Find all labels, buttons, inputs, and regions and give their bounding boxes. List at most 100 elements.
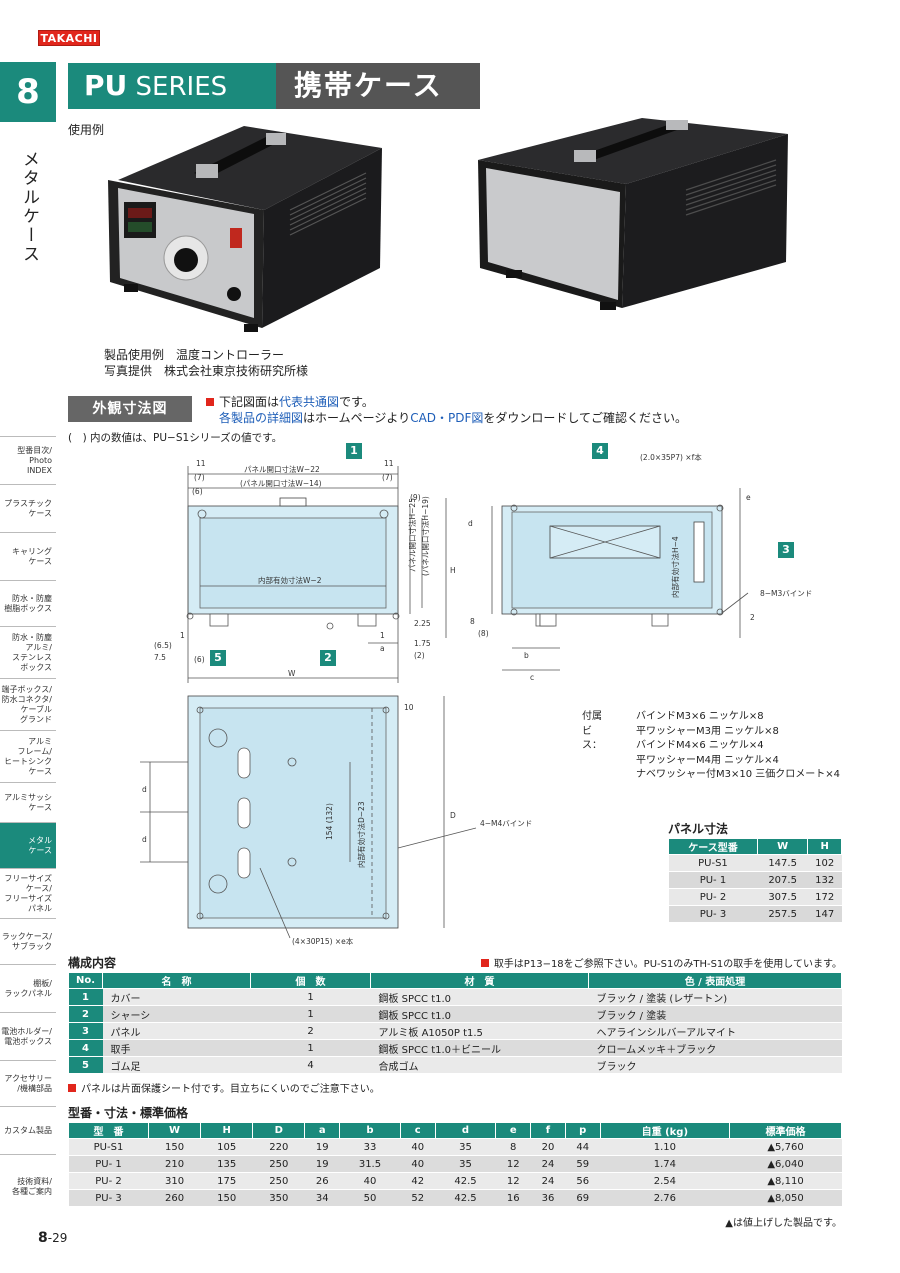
link-cad-pdf[interactable]: CAD・PDF図 (410, 411, 484, 425)
nav-item-free-size[interactable]: フリーサイズ ケース/ フリーサイズ パネル (0, 868, 56, 918)
usage-label: 使用例 (68, 123, 105, 137)
price-footnote: ▲は値上げした製品です。 (725, 1218, 842, 1229)
nav-item-waterproof-metal[interactable]: 防水・防塵 アルミ/ ステンレス ボックス (0, 626, 56, 678)
paren-note: ( ) 内の数値は、PU−S1シリーズの値です。 (68, 432, 283, 444)
label-225: 2.25 (414, 619, 431, 628)
caption-product: 製品使用例 温度コントローラー (104, 348, 285, 362)
label-bind8: 8−M3バインド (760, 589, 812, 598)
label-panel-open-w: パネル開口寸法W−22 (244, 464, 320, 474)
section-heading: 外観寸法図 (68, 396, 192, 422)
label-8p: (8) (478, 629, 489, 638)
label-11a: 11 (196, 459, 206, 468)
badge-5: 5 (210, 650, 226, 666)
composition-note: 取手はP13−18をご参照下さい。PU-S1のみTH-S1の取手を使用しています… (480, 955, 842, 970)
label-panel-open-h2: (パネル開口寸法H−19) (420, 496, 430, 576)
link-detail-drawing[interactable]: 各製品の詳細図 (219, 411, 304, 425)
label-10: 10 (404, 703, 414, 712)
nav-item-rack-case[interactable]: ラックケース/ サブラック (0, 918, 56, 964)
price-table: 型 番 W H D a b c d e f p 自重 (kg) 標準価格 PU-… (68, 1122, 842, 1207)
col-header: W (756, 838, 809, 855)
chapter-name: メタルケース (19, 150, 39, 264)
label-panel-open-w2: (パネル開口寸法W−14) (240, 478, 322, 488)
label-2: 2 (750, 613, 755, 622)
nav-item-carrying[interactable]: キャリング ケース (0, 532, 56, 580)
accessory-item: バインドM3×6 ニッケル×8 (636, 711, 764, 722)
series-label: PU SERIES (68, 63, 276, 109)
caption-credit: 写真提供 株式会社東京技術研究所様 (104, 364, 309, 378)
nav-item-aluminum-frame[interactable]: アルミ フレーム/ ヒートシンク ケース (0, 730, 56, 782)
label-bind4: 4−M4バインド (480, 819, 532, 828)
price-title: 型番・寸法・標準価格 (68, 1106, 189, 1120)
label-8: 8 (470, 617, 475, 626)
link-common-drawing[interactable]: 代表共通図 (279, 395, 340, 409)
label-7a: (7) (194, 473, 205, 482)
badge-1: 1 (346, 443, 362, 459)
label-154: 154 (132) (325, 803, 334, 840)
label-6b: (6) (194, 655, 205, 664)
label-inner-h: 内部有効寸法H−4 (670, 536, 680, 598)
label-a: a (380, 644, 385, 653)
col-header: H (807, 838, 842, 855)
label-vent: (2.0×35P7) ×f本 (640, 452, 702, 462)
nav-item-plastic[interactable]: プラスチック ケース (0, 484, 56, 532)
note-download: 各製品の詳細図はホームページよりCAD・PDF図をダウンロードしてご確認ください… (219, 411, 688, 425)
accessory-item: 平ワッシャーM3用 ニッケル×8 (636, 725, 779, 737)
label-inner-d: 内部有効寸法D−23 (356, 801, 366, 868)
composition-title: 構成内容 (68, 956, 117, 970)
label-1a: 1 (180, 631, 185, 640)
nav-item-custom[interactable]: カスタム製品 (0, 1106, 56, 1154)
nav-item-tech-docs[interactable]: 技術資料/ 各種ご案内 (0, 1154, 56, 1218)
badge-3: 3 (778, 542, 794, 558)
badge-4: 4 (592, 443, 608, 459)
accessory-label: 付属ビス： (582, 711, 602, 751)
label-65: (6.5) (154, 641, 172, 650)
composition-footnote: パネルは片面保護シート付です。目立ちにくいのでご注意下さい。 (68, 1080, 380, 1095)
nav-item-aluminum-sash[interactable]: アルミサッシ ケース (0, 782, 56, 822)
label-W: W (288, 669, 296, 678)
label-11b: 11 (384, 459, 394, 468)
nav-item-waterproof-resin[interactable]: 防水・防塵 樹脂ボックス (0, 580, 56, 626)
col-header: ケース型番 (668, 838, 758, 855)
product-photo-rear (478, 118, 788, 310)
nav-item-terminal-box[interactable]: 端子ボックス/ 防水コネクタ/ ケーブル グランド (0, 678, 56, 730)
bullet-square-icon (68, 1084, 76, 1092)
nav-item-battery[interactable]: 電池ホルダー/ 電池ボックス (0, 1012, 56, 1060)
nav-item-accessory[interactable]: アクセサリー /機構部品 (0, 1060, 56, 1106)
label-panel-open-h: パネル開口寸法H−25 (407, 498, 417, 572)
chapter-number: 8 (0, 62, 56, 122)
label-2p: (2) (414, 651, 425, 660)
note-common: 下記図面は代表共通図です。 (206, 393, 374, 410)
label-9: (9) (410, 493, 421, 502)
panel-table-title: パネル寸法 (668, 822, 729, 836)
nav-item-metal-case[interactable]: メタル ケース (0, 822, 56, 868)
label-H: H (450, 566, 456, 575)
label-p1: d (142, 785, 147, 794)
series-code: PU (84, 69, 128, 102)
product-photo-front (108, 126, 382, 332)
bullet-square-icon (480, 959, 489, 967)
accessory-item: ナベワッシャー付M3×10 三価クロメート×4 (636, 769, 841, 780)
accessory-item: 平ワッシャーM4用 ニッケル×4 (636, 754, 779, 766)
label-6a: (6) (192, 487, 203, 496)
bullet-square-icon (206, 398, 214, 406)
nav-item-rack-panel[interactable]: 棚板/ ラックパネル (0, 964, 56, 1012)
accessory-item: バインドM4×6 ニッケル×4 (636, 740, 764, 751)
label-b: b (524, 651, 529, 660)
label-p2: d (142, 835, 147, 844)
nav-item-index[interactable]: 型番目次/ Photo INDEX (0, 436, 56, 484)
label-7b: (7) (382, 473, 393, 482)
dimension-drawing: パネル開口寸法W−22 (パネル開口寸法W−14) 内部有効寸法W−2 W a … (140, 452, 812, 946)
label-D: D (450, 811, 456, 820)
